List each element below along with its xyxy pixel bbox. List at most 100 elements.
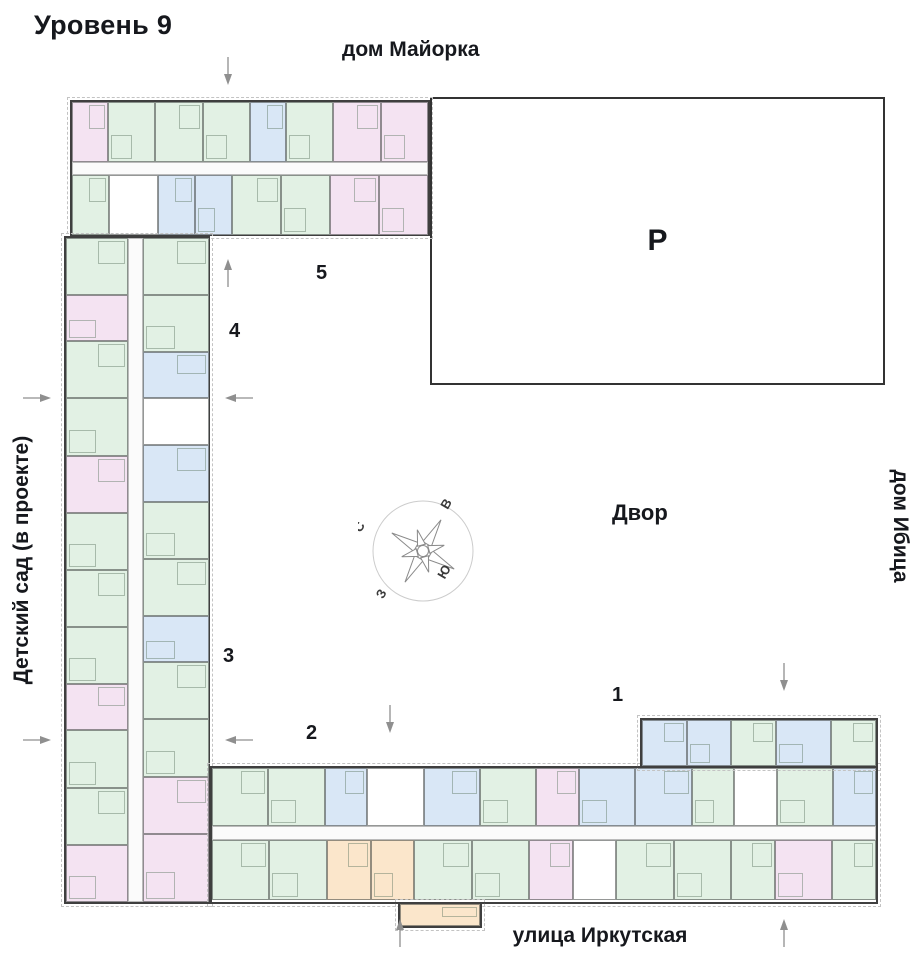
page-title: Уровень 9 bbox=[34, 10, 173, 40]
compass-direction-В: В bbox=[437, 496, 455, 512]
apartment-bank bbox=[72, 175, 428, 235]
apartment-bank bbox=[143, 238, 209, 902]
apartment-bank bbox=[212, 768, 876, 826]
apartment-unit bbox=[370, 840, 415, 900]
apartment-unit bbox=[832, 840, 877, 900]
apartment-unit bbox=[400, 904, 480, 926]
section-number-2: 2 bbox=[306, 722, 318, 744]
apartment-unit bbox=[158, 175, 196, 235]
apartment-unit bbox=[423, 768, 480, 826]
entrance-arrow-up bbox=[222, 258, 234, 288]
entrance-arrow-left bbox=[224, 392, 254, 404]
compass-rose: С В Ю З bbox=[358, 496, 474, 602]
apartment-unit bbox=[66, 684, 128, 731]
apartment-unit bbox=[66, 844, 128, 902]
apartment-unit bbox=[249, 102, 286, 162]
entrance-bump bbox=[395, 899, 485, 931]
apartment-bank bbox=[72, 102, 428, 162]
apartment-unit bbox=[324, 768, 368, 826]
label-house-mallorca: дом Майорка bbox=[342, 38, 480, 61]
apartment-unit bbox=[66, 730, 128, 788]
entrance-arrow-down bbox=[384, 704, 396, 734]
label-kindergarten: Детский сад (в проекте) bbox=[10, 435, 33, 685]
wing-irkutskaya bbox=[207, 763, 881, 907]
apartment-bank bbox=[400, 904, 480, 926]
apartment-unit bbox=[66, 512, 128, 570]
apartment-unit bbox=[66, 570, 128, 628]
apartment-unit bbox=[479, 768, 537, 826]
parking-area: Р bbox=[430, 97, 885, 385]
apartment-bank bbox=[66, 238, 128, 902]
apartment-unit bbox=[66, 341, 128, 399]
stair-core bbox=[143, 398, 209, 445]
apartment-unit bbox=[529, 840, 573, 900]
apartment-unit bbox=[143, 558, 209, 617]
stair-core bbox=[572, 840, 617, 900]
label-courtyard: Двор bbox=[612, 500, 668, 525]
apartment-unit bbox=[66, 455, 128, 513]
parking-label: Р bbox=[647, 224, 668, 257]
apartment-unit bbox=[72, 102, 108, 162]
apartment-unit bbox=[143, 238, 209, 296]
section-number-1: 1 bbox=[612, 684, 624, 706]
apartment-unit bbox=[691, 768, 735, 826]
apartment-unit bbox=[195, 175, 233, 235]
apartment-unit bbox=[143, 444, 209, 502]
apartment-unit bbox=[673, 840, 732, 900]
apartment-unit bbox=[281, 175, 331, 235]
apartment-unit bbox=[143, 501, 209, 559]
apartment-unit bbox=[686, 720, 732, 766]
apartment-unit bbox=[268, 768, 325, 826]
apartment-unit bbox=[776, 768, 834, 826]
apartment-unit bbox=[66, 787, 128, 845]
apartment-unit bbox=[333, 102, 381, 162]
apartment-unit bbox=[731, 840, 775, 900]
apartment-unit bbox=[108, 102, 156, 162]
apartment-unit bbox=[202, 102, 250, 162]
corridor bbox=[128, 238, 143, 902]
apartment-unit bbox=[326, 840, 371, 900]
apartment-unit bbox=[143, 295, 209, 353]
apartment-unit bbox=[66, 238, 128, 296]
apartment-bank bbox=[212, 840, 877, 900]
apartment-unit bbox=[536, 768, 579, 826]
apartment-unit bbox=[66, 398, 128, 456]
section-number-4: 4 bbox=[229, 320, 241, 342]
apartment-unit bbox=[731, 720, 777, 766]
apartment-unit bbox=[642, 720, 687, 766]
apartment-unit bbox=[616, 840, 674, 900]
apartment-unit bbox=[143, 662, 209, 720]
wing-mallorca bbox=[67, 97, 433, 239]
label-house-ibiza: дом Ибица bbox=[889, 469, 912, 583]
wing-ibiza-upper bbox=[637, 715, 881, 771]
entrance-arrow-right bbox=[22, 734, 52, 746]
apartment-unit bbox=[776, 720, 832, 766]
apartment-unit bbox=[66, 627, 128, 685]
wing-left bbox=[61, 233, 213, 907]
apartment-bank bbox=[642, 720, 877, 766]
compass-direction-Ю: Ю bbox=[434, 562, 454, 581]
section-number-5: 5 bbox=[316, 262, 328, 284]
entrance-arrow-up bbox=[778, 918, 790, 948]
apartment-unit bbox=[330, 175, 380, 235]
entrance-arrow-down bbox=[222, 56, 234, 86]
apartment-unit bbox=[143, 616, 209, 663]
stair-core bbox=[734, 768, 777, 826]
section-number-3: 3 bbox=[223, 645, 235, 667]
apartment-unit bbox=[72, 175, 110, 235]
compass-direction-З: З bbox=[373, 586, 390, 601]
apartment-unit bbox=[232, 175, 282, 235]
apartment-unit bbox=[66, 295, 128, 342]
stair-core bbox=[109, 175, 159, 235]
apartment-unit bbox=[212, 768, 269, 826]
entrance-arrow-left bbox=[224, 734, 254, 746]
compass-direction-С: С bbox=[358, 518, 368, 534]
apartment-unit bbox=[143, 719, 209, 777]
apartment-unit bbox=[380, 102, 428, 162]
entrance-arrow-down bbox=[778, 662, 790, 692]
apartment-unit bbox=[578, 768, 636, 826]
apartment-unit bbox=[833, 768, 876, 826]
apartment-unit bbox=[635, 768, 692, 826]
apartment-unit bbox=[414, 840, 472, 900]
